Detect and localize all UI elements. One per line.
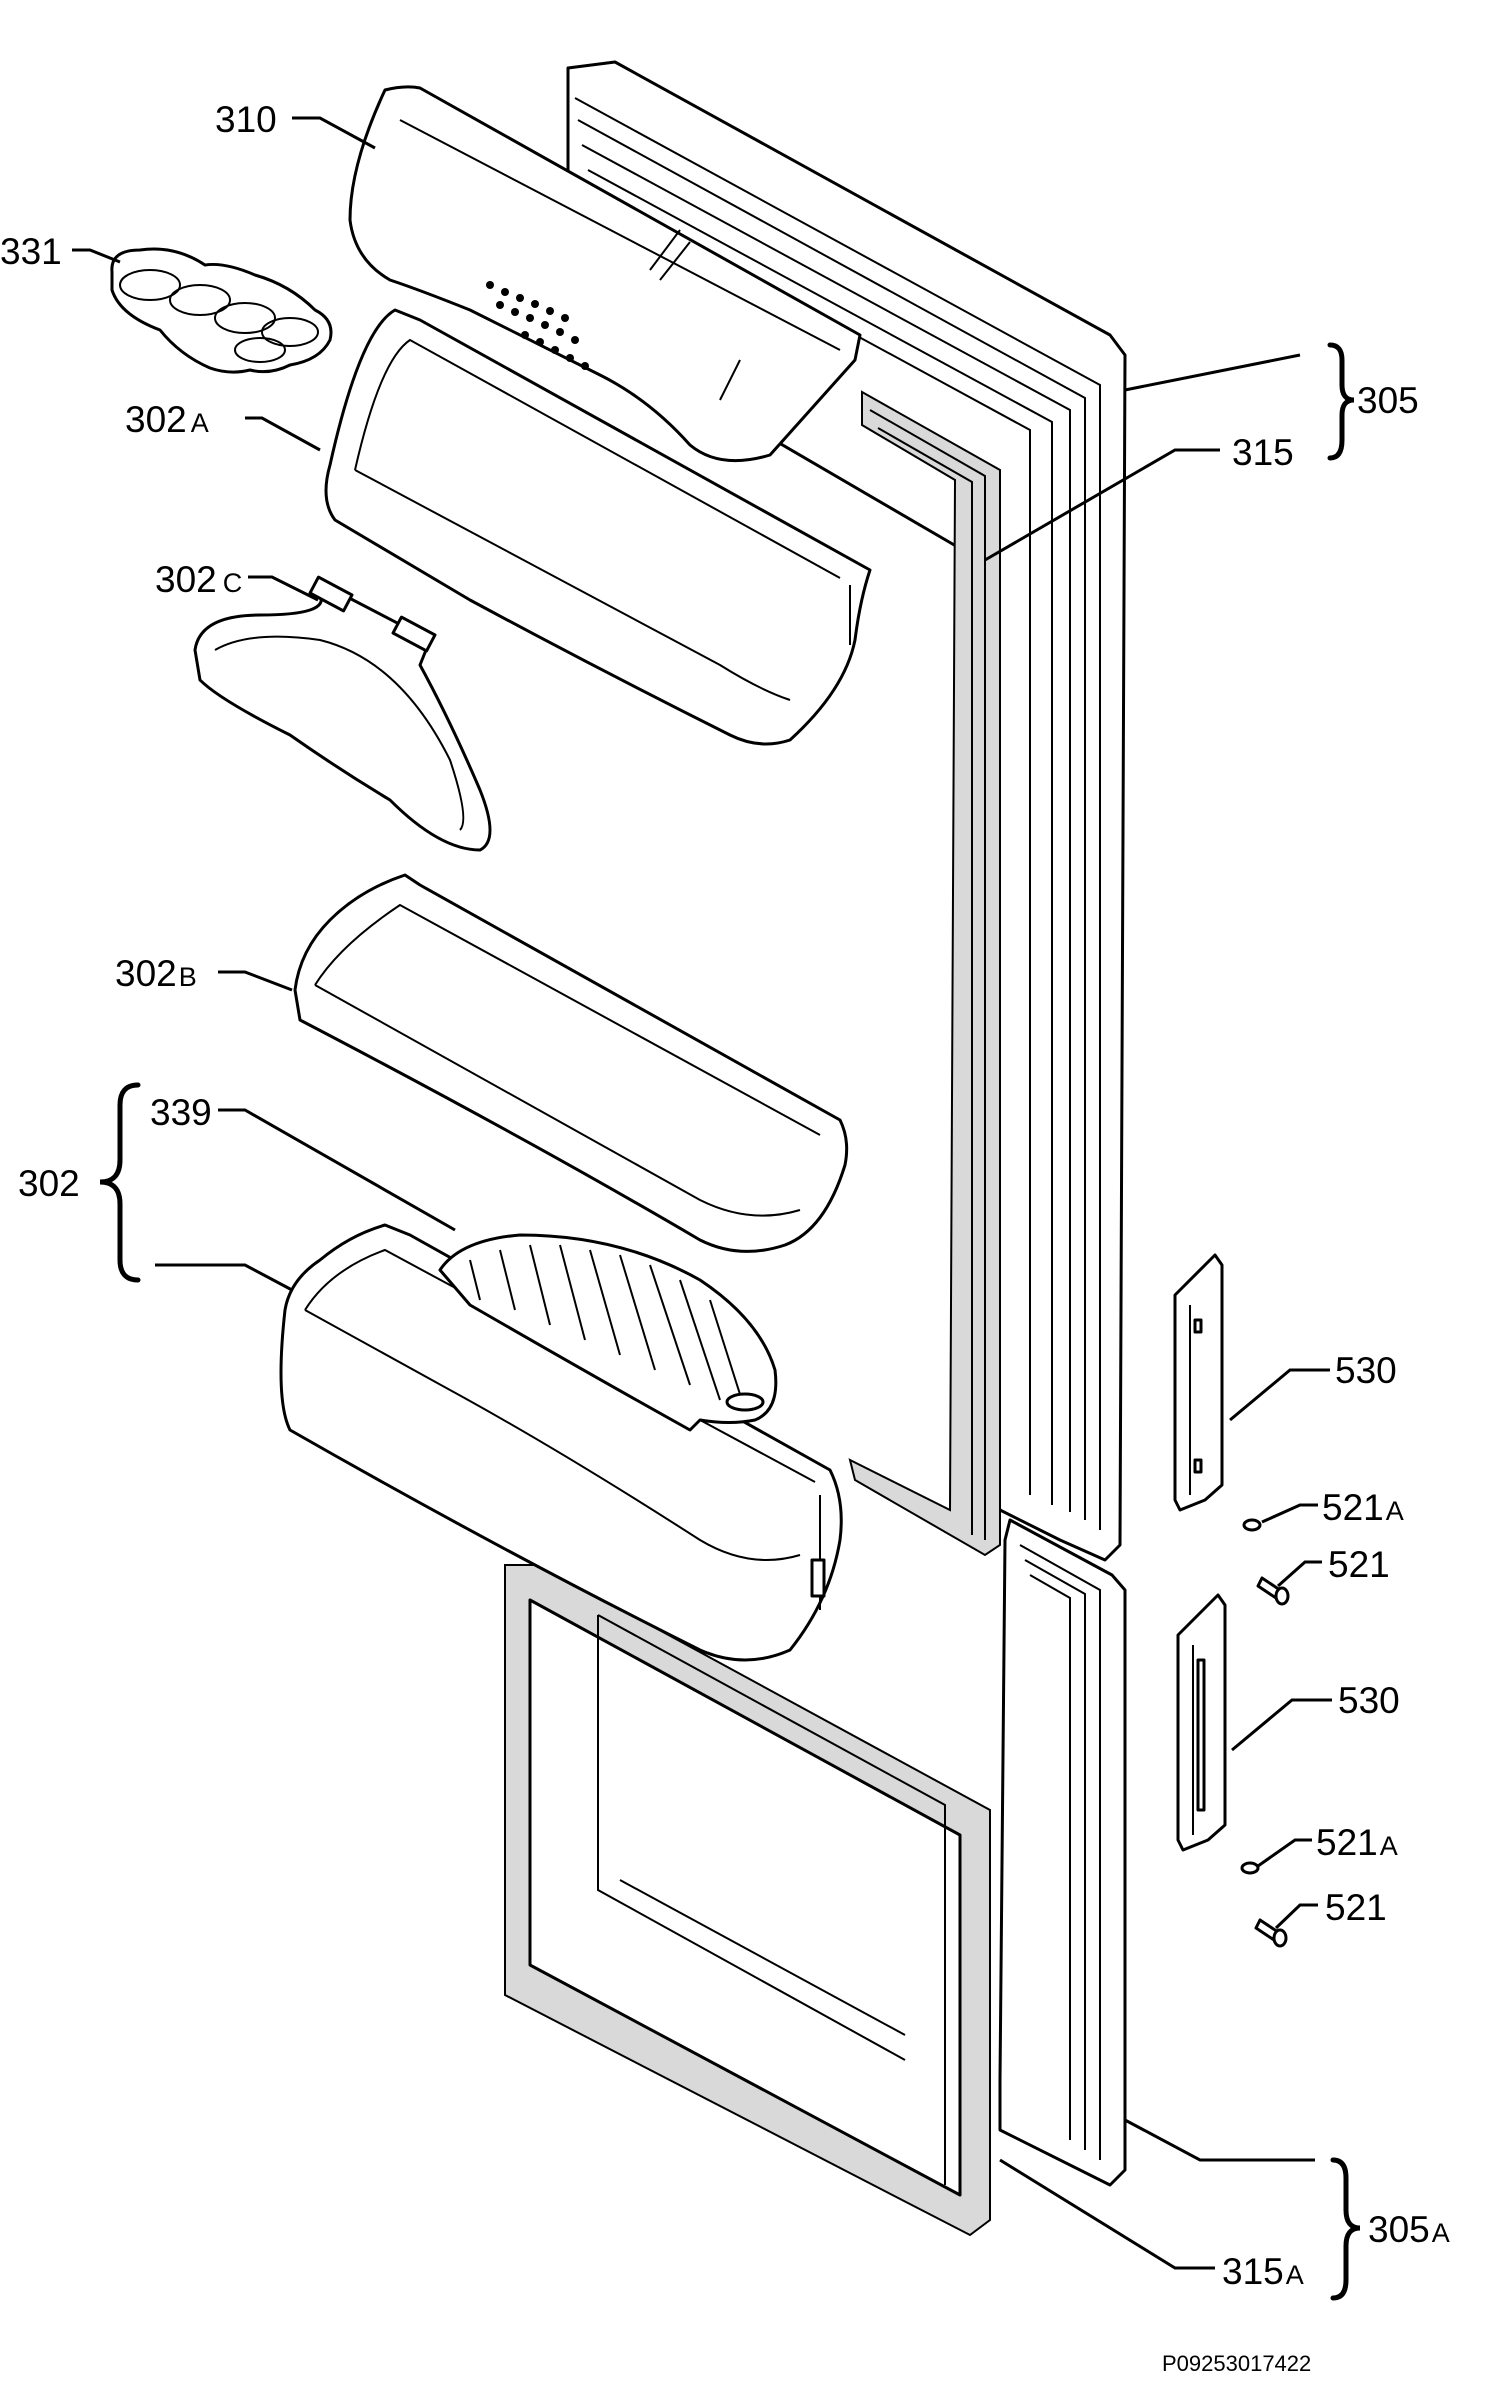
- door-handle-lower: [1176, 1593, 1227, 1852]
- label-530-lower: 530: [1338, 1680, 1400, 1721]
- upper-door-gasket: [848, 390, 1001, 1557]
- brace-305a: [1330, 2157, 1361, 2301]
- label-302: 302: [18, 1163, 80, 1204]
- lid-vent-holes: [486, 281, 589, 370]
- label-331: 331: [0, 231, 62, 272]
- label-521-lower: 521: [1325, 1887, 1387, 1928]
- door-handle-upper: [1173, 1253, 1224, 1512]
- label-315a: 315A: [1222, 2251, 1304, 2292]
- brace-305: [1327, 342, 1355, 461]
- shelf-insert-339: [438, 1233, 778, 1432]
- brace-302: [99, 1082, 141, 1283]
- label-521-upper: 521: [1328, 1544, 1390, 1585]
- dairy-compartment-lid: [348, 85, 862, 463]
- drawing-code: P09253017422: [1162, 2351, 1311, 2376]
- door-shelf-302: [279, 1223, 843, 1662]
- screw-521-upper: [1256, 1576, 1290, 1606]
- leader-lines: [72, 116, 1332, 2270]
- screw-521-lower: [1254, 1918, 1288, 1948]
- label-310: 310: [215, 99, 277, 140]
- door-shelf-302a: [324, 308, 872, 746]
- label-530-upper: 530: [1335, 1350, 1397, 1391]
- door-shelf-302b: [293, 873, 849, 1253]
- washer-521a-lower: [1240, 1861, 1260, 1875]
- egg-tray: [110, 247, 333, 374]
- label-305: 305: [1357, 380, 1419, 421]
- label-521a-lower: 521A: [1316, 1822, 1398, 1863]
- label-302b: 302B: [115, 953, 197, 994]
- lower-door: [998, 1518, 1127, 2187]
- label-339: 339: [150, 1092, 212, 1133]
- label-305a: 305A: [1368, 2209, 1450, 2250]
- label-521a-upper: 521A: [1322, 1487, 1404, 1528]
- bottle-holder-302c: [193, 575, 492, 852]
- label-315: 315: [1232, 432, 1294, 473]
- lower-door-gasket: [504, 1564, 991, 2237]
- washer-521a-upper: [1242, 1518, 1262, 1532]
